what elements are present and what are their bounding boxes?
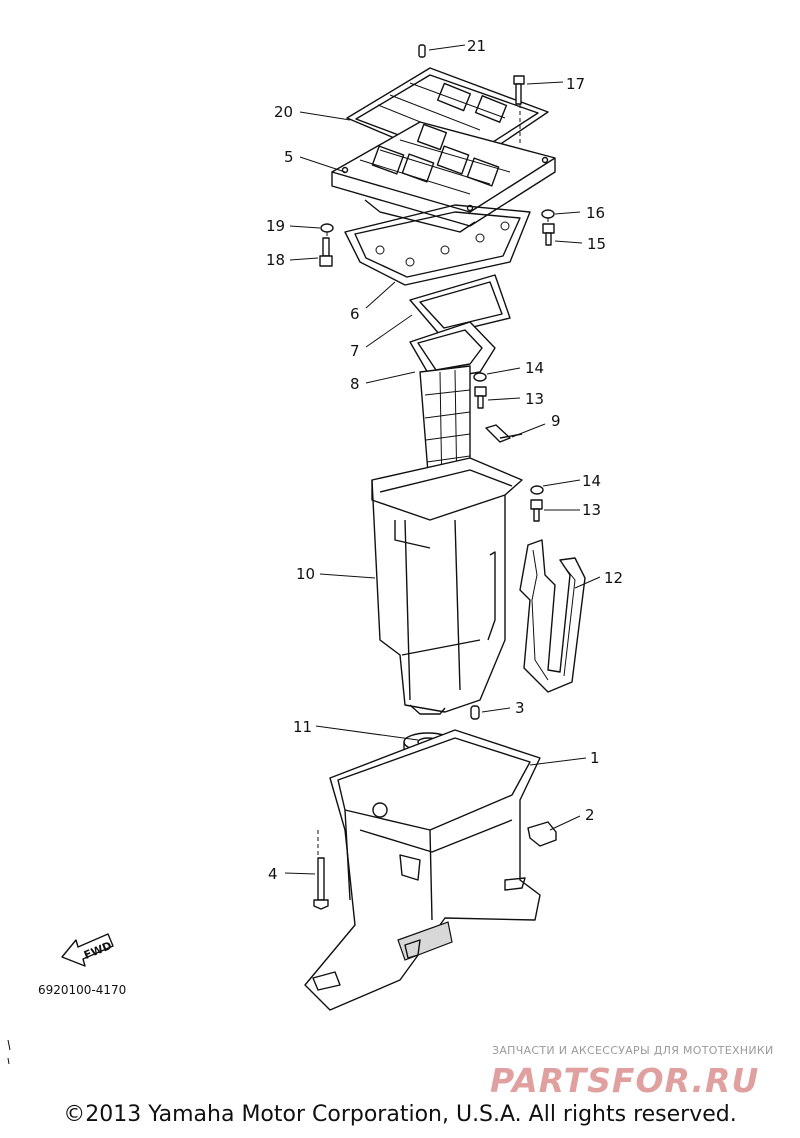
part-9-bracket <box>485 424 523 443</box>
part-16-washer <box>541 209 555 219</box>
callout-20: 20 <box>274 103 293 121</box>
callout-16: 16 <box>586 204 605 222</box>
part-10-upper-casing <box>371 457 523 715</box>
callout-18: 18 <box>266 251 285 269</box>
watermark-tagline: ЗАПЧАСТИ И АКСЕССУАРЫ ДЛЯ МОТОТЕХНИКИ <box>492 1044 774 1057</box>
callout-15: 15 <box>587 235 606 253</box>
callout-14-upper: 14 <box>525 359 544 377</box>
callout-7: 7 <box>350 342 360 360</box>
callout-11: 11 <box>293 718 312 736</box>
callout-labels: 21 17 20 5 19 16 15 18 6 7 14 8 13 9 14 … <box>266 37 623 883</box>
assembly-guide-lines <box>317 104 549 858</box>
part-18-bolt <box>319 237 333 267</box>
copyright-notice: ©2013 Yamaha Motor Corporation, U.S.A. A… <box>63 1102 737 1127</box>
callout-10: 10 <box>296 565 315 583</box>
part-14a-washer <box>473 372 487 382</box>
callout-9: 9 <box>551 412 561 430</box>
part-15-bolt <box>542 223 555 246</box>
callout-14-lower: 14 <box>582 472 601 490</box>
leader-lines <box>284 44 601 875</box>
callout-6: 6 <box>350 305 360 323</box>
callout-19: 19 <box>266 217 285 235</box>
callout-1: 1 <box>590 749 600 767</box>
callout-13-upper: 13 <box>525 390 544 408</box>
part-6-gasket <box>344 204 531 286</box>
part-3-dowel-pin <box>470 705 480 720</box>
part-5-exhaust-guide <box>331 121 556 233</box>
watermark-logo-text: PARTSFOR.RU <box>490 1061 759 1100</box>
part-1-lower-casing <box>304 729 541 1011</box>
callout-2: 2 <box>585 806 595 824</box>
callout-8: 8 <box>350 375 360 393</box>
diagram-code: 6920100-4170 <box>38 983 127 997</box>
part-17-bolt <box>513 75 525 105</box>
callout-3: 3 <box>515 699 525 717</box>
watermark-logo: PARTSFOR.RU <box>490 1061 759 1100</box>
part-7-gasket <box>409 274 511 336</box>
part-12-seal <box>519 539 586 693</box>
part-13b-bolt <box>530 499 543 522</box>
callout-21: 21 <box>467 37 486 55</box>
part-21-pin <box>418 44 426 58</box>
edge-mark <box>7 1039 11 1065</box>
part-14b-washer <box>530 485 544 495</box>
part-2-cap <box>527 821 557 847</box>
fwd-arrow-icon: FWD <box>61 933 114 967</box>
callout-4: 4 <box>268 865 278 883</box>
part-13a-bolt <box>474 386 487 409</box>
callout-5: 5 <box>284 148 294 166</box>
callout-12: 12 <box>604 569 623 587</box>
callout-13-lower: 13 <box>582 501 601 519</box>
part-4-bolt <box>313 857 329 910</box>
callout-17: 17 <box>566 75 585 93</box>
part-19-washer <box>320 223 334 233</box>
